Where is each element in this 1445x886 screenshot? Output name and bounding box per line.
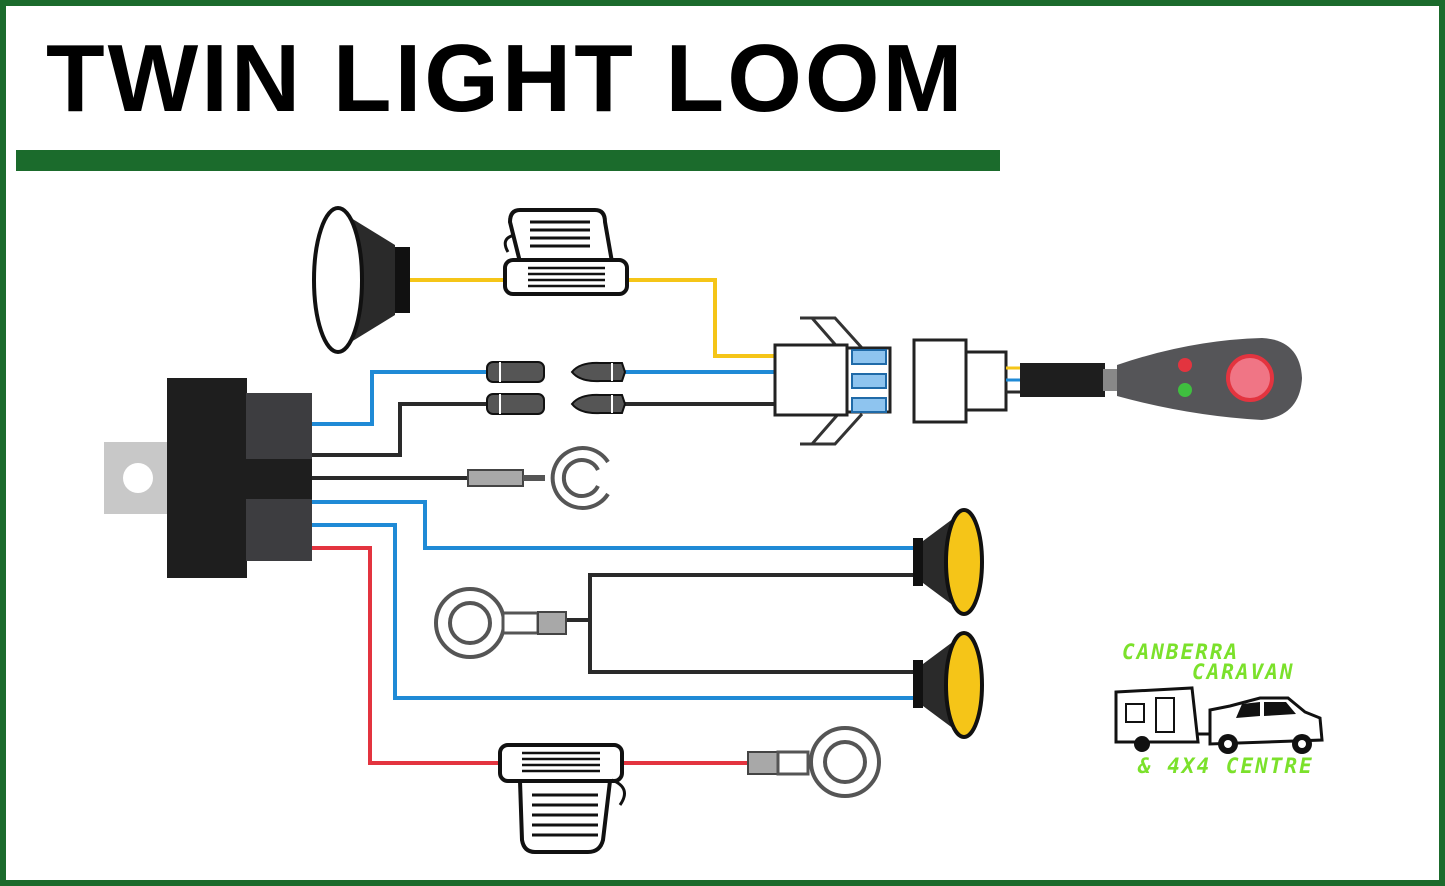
spot-light-icon — [312, 206, 410, 354]
wire-red-relay-fuse — [312, 546, 510, 765]
ring-terminal-icon — [434, 587, 567, 659]
logo-line-2: CARAVAN — [1192, 660, 1295, 684]
wire-yellow-fuse-connector — [625, 278, 775, 358]
fuse-holder-icon — [503, 208, 629, 296]
fuse-holder-icon — [498, 743, 626, 854]
switch-boot — [1103, 369, 1117, 391]
driving-light-icon — [913, 508, 984, 616]
title-underline — [16, 150, 1000, 171]
wire-blue-relay-switch — [312, 370, 490, 426]
switch-icon — [1117, 338, 1302, 420]
wires — [312, 278, 915, 765]
switch-sleeve — [1020, 363, 1105, 397]
connector-icon — [773, 316, 1008, 446]
wire-blue-relay-lower-light — [312, 523, 915, 700]
wire-black-ground-lights — [565, 573, 915, 622]
page-title: TWIN LIGHT LOOM — [46, 25, 966, 132]
fork-terminal-icon — [467, 446, 610, 510]
wire-black-relay-switch — [312, 402, 490, 457]
logo-line-1: CANBERRA — [1122, 640, 1240, 664]
relay-icon — [104, 378, 312, 578]
switch-cable — [1006, 366, 1022, 394]
driving-light-icon — [913, 631, 984, 739]
wire-black-ground-lights-branch — [588, 620, 915, 674]
company-logo: CANBERRA CARAVAN & 4X4 CENTRE — [1110, 640, 1330, 780]
wire-blue-relay-upper-light — [312, 500, 915, 550]
caravan-truck-icon — [1114, 686, 1324, 754]
logo-line-3: & 4X4 CENTRE — [1138, 754, 1314, 778]
bullet-connector-icon — [486, 361, 627, 415]
ring-terminal-icon — [747, 726, 881, 798]
